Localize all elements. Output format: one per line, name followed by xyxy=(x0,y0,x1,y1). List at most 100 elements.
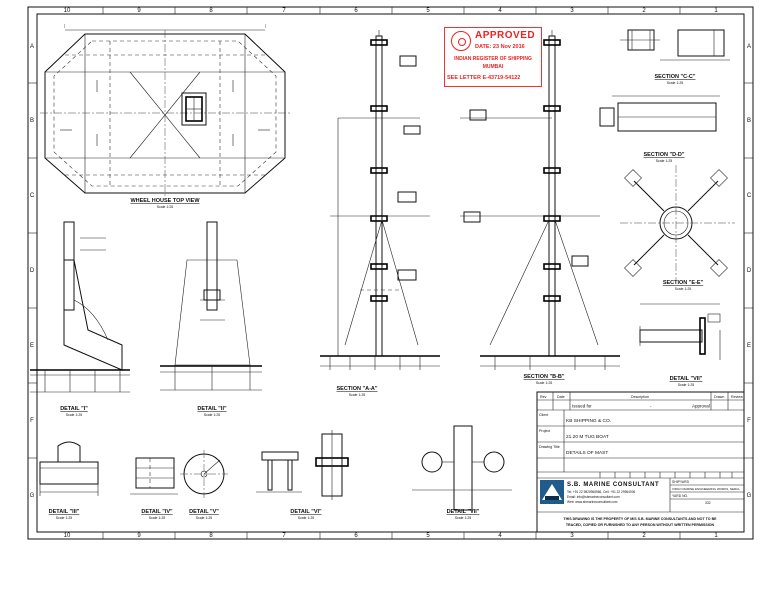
zone-num: 1 xyxy=(714,8,718,14)
section-dd-title: SECTION "D-D" xyxy=(644,152,685,158)
zone-ticks xyxy=(28,7,753,539)
zone-letter: F xyxy=(747,418,751,424)
zone-letter: C xyxy=(747,193,752,199)
tb-company-contact: Tel: +91 22 9820966966, Cell: +91 22 299… xyxy=(567,490,635,494)
view-scale: Scale 1:25 xyxy=(675,287,692,291)
section-cc: SECTION "C-C" Scale 1:25 xyxy=(620,29,730,85)
tb-drawing-title: DETAILS OF MAST xyxy=(566,450,608,456)
view-scale: Scale 1:25 xyxy=(204,413,221,417)
section-ee-title: SECTION "E-E" xyxy=(663,280,704,286)
tb-col-date: Date xyxy=(557,395,565,399)
detail-ii: DETAIL "II" Scale 1:25 xyxy=(160,221,262,417)
zone-letter: B xyxy=(747,118,751,124)
zone-num: 9 xyxy=(137,8,141,14)
tb-yard-no: 332 xyxy=(705,501,711,505)
zone-letter: F xyxy=(30,418,34,424)
zone-letter: C xyxy=(30,193,35,199)
section-dd: SECTION "D-D" Scale 1:25 xyxy=(599,95,720,163)
tb-shipyard-label: SHIPYARD xyxy=(672,480,690,484)
tb-project: 21.20 M TUG BOAT xyxy=(566,434,609,440)
zone-num: 10 xyxy=(64,533,71,539)
zone-num: 5 xyxy=(426,533,430,539)
zone-num: 7 xyxy=(282,8,286,14)
stamp-title: APPROVED xyxy=(475,30,536,41)
zone-num: 5 xyxy=(426,8,430,14)
view-scale: Scale 1:25 xyxy=(536,381,553,385)
zone-letter: E xyxy=(30,343,34,349)
detail-i-title: DETAIL "I" xyxy=(60,406,88,412)
detail-iii: DETAIL "III" Scale 1:25 xyxy=(39,441,99,520)
tb-col-review: Review xyxy=(731,395,743,399)
zone-num: 8 xyxy=(209,533,213,539)
detail-vii-side-title: DETAIL "VII" xyxy=(670,376,703,382)
tb-project-label: Project xyxy=(539,429,550,433)
tb-col-description: Description xyxy=(631,395,649,399)
outer-border xyxy=(27,6,754,540)
zone-num: 6 xyxy=(354,533,358,539)
tb-yard-no-label: YARD NO. xyxy=(672,494,688,498)
detail-vii-bottom-title: DETAIL "VII" xyxy=(447,509,480,515)
wheel-house-title: WHEEL HOUSE TOP VIEW xyxy=(130,198,200,204)
view-scale: Scale 1:25 xyxy=(56,516,73,520)
tb-dash: - xyxy=(650,404,652,409)
zone-num: 10 xyxy=(64,8,71,14)
title-block xyxy=(536,391,745,533)
detail-vi-title: DETAIL "VI" xyxy=(290,509,322,515)
tb-company: S.B. MARINE CONSULTANT xyxy=(567,482,659,488)
view-scale: Scale 1:25 xyxy=(667,81,684,85)
zone-letter: D xyxy=(747,268,752,274)
detail-vii-side: DETAIL "VII" Scale 1:25 xyxy=(639,303,721,387)
zone-num: 4 xyxy=(498,533,502,539)
stamp-city: MUMBAI xyxy=(482,64,504,70)
view-scale: Scale 1:25 xyxy=(66,413,83,417)
tb-issued-for: Issued for xyxy=(572,404,592,409)
section-bb-title: SECTION "B-B" xyxy=(524,374,565,380)
zone-letter: B xyxy=(30,118,34,124)
detail-v: DETAIL "V" Scale 1:25 xyxy=(180,450,228,520)
zone-letter: A xyxy=(747,44,751,50)
zone-num: 4 xyxy=(498,8,502,14)
detail-iv: DETAIL "IV" Scale 1:25 xyxy=(130,457,178,520)
zone-numbers-top: 10 9 8 7 6 5 4 3 2 1 xyxy=(64,8,719,14)
section-aa-title: SECTION "A-A" xyxy=(337,386,378,392)
detail-v-title: DETAIL "V" xyxy=(189,509,219,515)
tb-client: KB SHIPPING & CO. xyxy=(566,418,611,424)
zone-letters: A B C D E F G A B C D E F G xyxy=(30,44,752,499)
tb-footer-line2: TRACED, COPIED OR FURNISHED TO ANY PERSO… xyxy=(566,523,715,527)
irs-seal-icon xyxy=(451,31,471,51)
zone-numbers-bottom: 10 9 8 7 6 5 4 3 2 1 xyxy=(64,533,719,539)
view-scale: Scale 1:25 xyxy=(455,516,472,520)
tb-col-drawn: Drawn xyxy=(714,395,724,399)
view-scale: Scale 1:25 xyxy=(196,516,213,520)
detail-i: DETAIL "I" Scale 1:25 xyxy=(30,221,130,417)
approval-stamp: APPROVED DATE: 23 Nov 2016 INDIAN REGIST… xyxy=(444,27,542,87)
stamp-letter: SEE LETTER E-43719-54122 xyxy=(447,75,521,81)
zone-num: 3 xyxy=(570,533,574,539)
tb-company-email: Email: info@sbmarineconsultant.com xyxy=(567,495,620,499)
tb-drawing-title-label: Drawing Title xyxy=(539,445,560,449)
zone-letter: E xyxy=(747,343,751,349)
zone-num: 7 xyxy=(282,533,286,539)
zone-num: 8 xyxy=(209,8,213,14)
zone-num: 9 xyxy=(137,533,141,539)
view-scale: Scale 1:25 xyxy=(349,393,366,397)
detail-vii-bottom: DETAIL "VII" Scale 1:25 xyxy=(412,425,512,520)
view-scale: Scale 1:25 xyxy=(149,516,166,520)
section-ee: SECTION "E-E" Scale 1:25 xyxy=(620,165,735,291)
zone-num: 6 xyxy=(354,8,358,14)
view-scale: Scale 1:25 xyxy=(678,383,695,387)
tb-col-rev: Rev xyxy=(540,395,547,399)
detail-iii-title: DETAIL "III" xyxy=(49,509,80,515)
detail-vi: DETAIL "VI" Scale 1:25 xyxy=(256,430,349,520)
view-scale: Scale 1:25 xyxy=(656,159,673,163)
inner-border xyxy=(36,13,745,533)
tb-footer-line1: THIS DRAWING IS THE PROPERTY OF M/S S.B.… xyxy=(563,517,717,521)
stamp-date: DATE: 23 Nov 2016 xyxy=(475,44,525,50)
section-bb: SECTION "B-B" Scale 1:25 xyxy=(460,30,620,385)
section-aa: SECTION "A-A" Scale 1:25 xyxy=(320,30,440,397)
title-block-text: Rev Date Description Drawn Review Issued… xyxy=(539,395,743,527)
zone-num: 2 xyxy=(642,533,646,539)
view-scale: Scale 1:25 xyxy=(157,205,174,209)
tb-shipyard: VIRGO MARINE ENGINEERING WORKS, NERUL xyxy=(672,487,740,491)
